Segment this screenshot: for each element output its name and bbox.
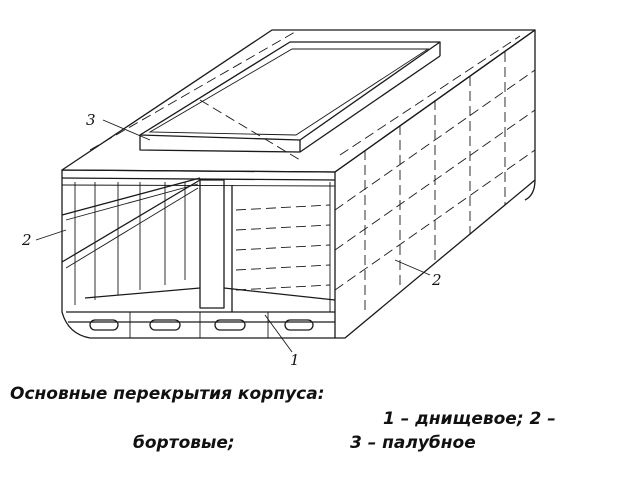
side-stringer-upper bbox=[61, 177, 201, 216]
caption-item-2: бортовые; bbox=[133, 433, 235, 453]
callout-leader-1 bbox=[264, 314, 293, 353]
hatch-coaming-side2 bbox=[299, 55, 441, 153]
caption-item-3: 3 – палубное bbox=[350, 433, 476, 453]
deck-outline bbox=[61, 29, 536, 173]
callout-label-2-right: 2 bbox=[431, 271, 442, 289]
lightening-hole bbox=[284, 319, 314, 331]
front-section-outline bbox=[61, 169, 336, 339]
hull-structure-diagram: 3 2 2 1 bbox=[21, 29, 536, 369]
lightening-hole bbox=[149, 319, 181, 331]
center-pillar bbox=[199, 179, 225, 309]
side-stringer-lower bbox=[61, 179, 201, 263]
callout-label-2-left: 2 bbox=[21, 231, 32, 249]
hatch-coaming-inner bbox=[148, 48, 430, 136]
callout-label-3: 3 bbox=[86, 111, 96, 129]
hatch-coaming-side bbox=[139, 135, 301, 153]
lightening-hole bbox=[89, 319, 119, 331]
callout-leader-2-left bbox=[35, 229, 67, 241]
callout-leader-3 bbox=[102, 119, 151, 141]
callout-leader-2-right bbox=[394, 259, 431, 276]
deck-hatch-opening bbox=[139, 41, 441, 141]
caption-title: Основные перекрытия корпуса: bbox=[10, 384, 325, 404]
callout-label-1: 1 bbox=[290, 351, 300, 369]
lightening-hole bbox=[214, 319, 246, 331]
caption-item-1: 1 – днищевое; 2 – bbox=[383, 409, 556, 429]
inner-bottom bbox=[84, 287, 336, 301]
